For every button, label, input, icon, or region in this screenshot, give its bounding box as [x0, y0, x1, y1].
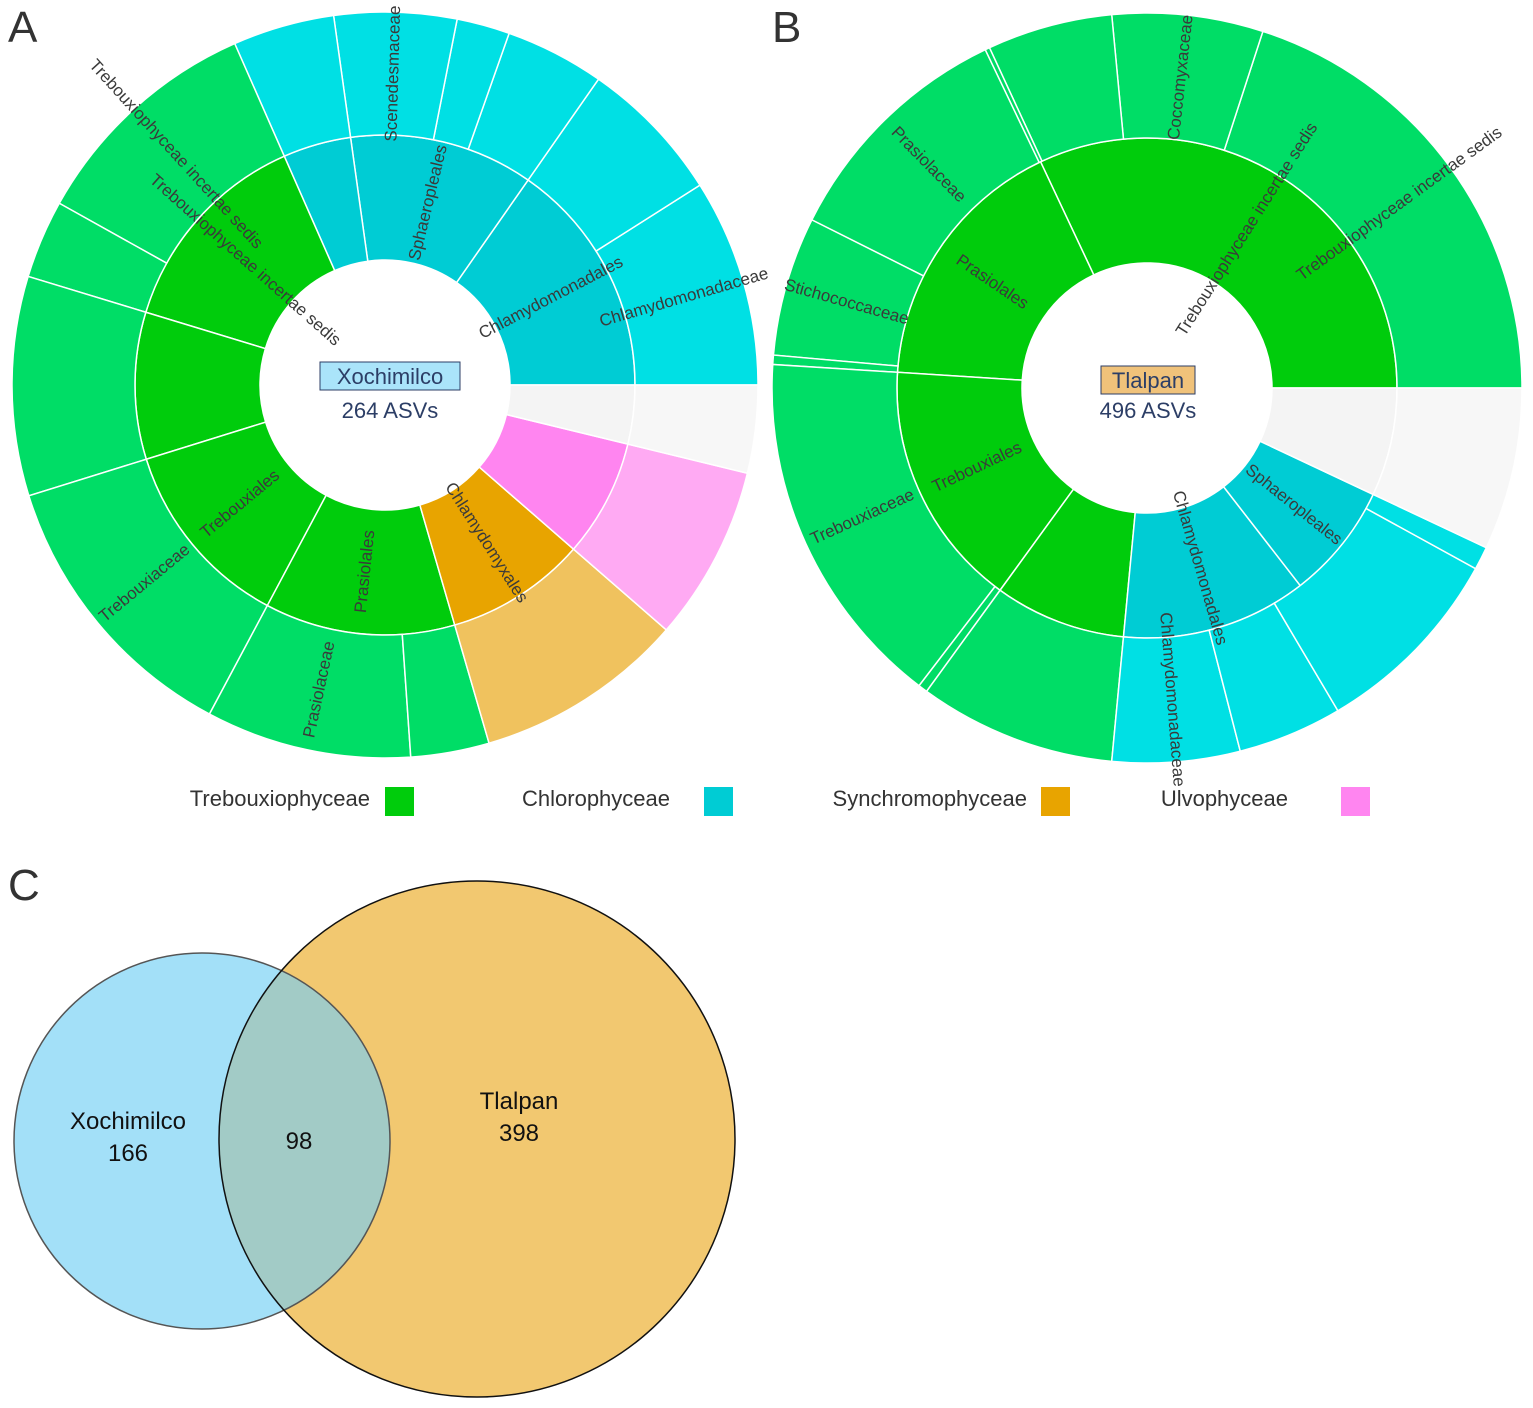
legend: Trebouxiophyceae Chlorophyceae Synchromo… — [190, 786, 1370, 816]
center-name-box — [319, 361, 461, 391]
venn-name-tlalpan: Tlalpan — [480, 1088, 559, 1115]
legend-label-ulvophyceae: Ulvophyceae — [1161, 786, 1288, 811]
venn-count-intersection: 98 — [286, 1128, 313, 1155]
legend-swatch-synchromophyceae — [1041, 787, 1070, 816]
legend-label-chlorophyceae: Chlorophyceae — [522, 786, 670, 811]
center-label-xochimilco: Xochimilco 264 ASVs — [319, 361, 461, 423]
venn-count-xochimilco: 166 — [108, 1140, 148, 1167]
outer-segment-trebouxiophyceae-incertae-sedis — [1223, 30, 1523, 389]
sunburst-tlalpan: Trebouxiophyceae incertae sedisPrasiolal… — [771, 12, 1523, 787]
center-name-box — [1100, 365, 1196, 395]
venn-count-tlalpan: 398 — [499, 1120, 539, 1147]
segment-label-scenedesmaceae: Scenedesmaceae — [381, 5, 404, 142]
legend-label-synchromophyceae: Synchromophyceae — [833, 786, 1027, 811]
center-name: Xochimilco — [337, 364, 443, 389]
outer-segment-trebouxiophyceae — [11, 275, 148, 497]
center-count: 264 ASVs — [342, 398, 439, 423]
legend-swatch-chlorophyceae — [704, 787, 733, 816]
legend-swatch-ulvophyceae — [1341, 787, 1370, 816]
venn-name-xochimilco: Xochimilco — [70, 1108, 186, 1135]
venn-outline-xochimilco — [13, 952, 391, 1330]
sunburst-xochimilco: ChlamydomonadalesSphaeroplealesTrebouxio… — [11, 5, 770, 759]
panel-letter-a: A — [8, 3, 38, 52]
legend-label-trebouxiophyceae: Trebouxiophyceae — [190, 786, 370, 811]
venn-circle-tlalpan — [219, 881, 735, 1397]
center-label-tlalpan: Tlalpan 496 ASVs — [1100, 365, 1197, 423]
panel-letter-c: C — [8, 861, 40, 910]
outer-segment-unassigned — [627, 384, 759, 475]
center-count: 496 ASVs — [1100, 398, 1197, 423]
center-name: Tlalpan — [1112, 368, 1184, 393]
venn-diagram: Xochimilco 166 98 Tlalpan 398 — [13, 880, 736, 1398]
panel-letter-b: B — [772, 3, 801, 52]
venn-outline-tlalpan — [218, 880, 736, 1398]
legend-swatch-trebouxiophyceae — [385, 787, 414, 816]
outer-segment-unassigned — [1372, 387, 1523, 549]
